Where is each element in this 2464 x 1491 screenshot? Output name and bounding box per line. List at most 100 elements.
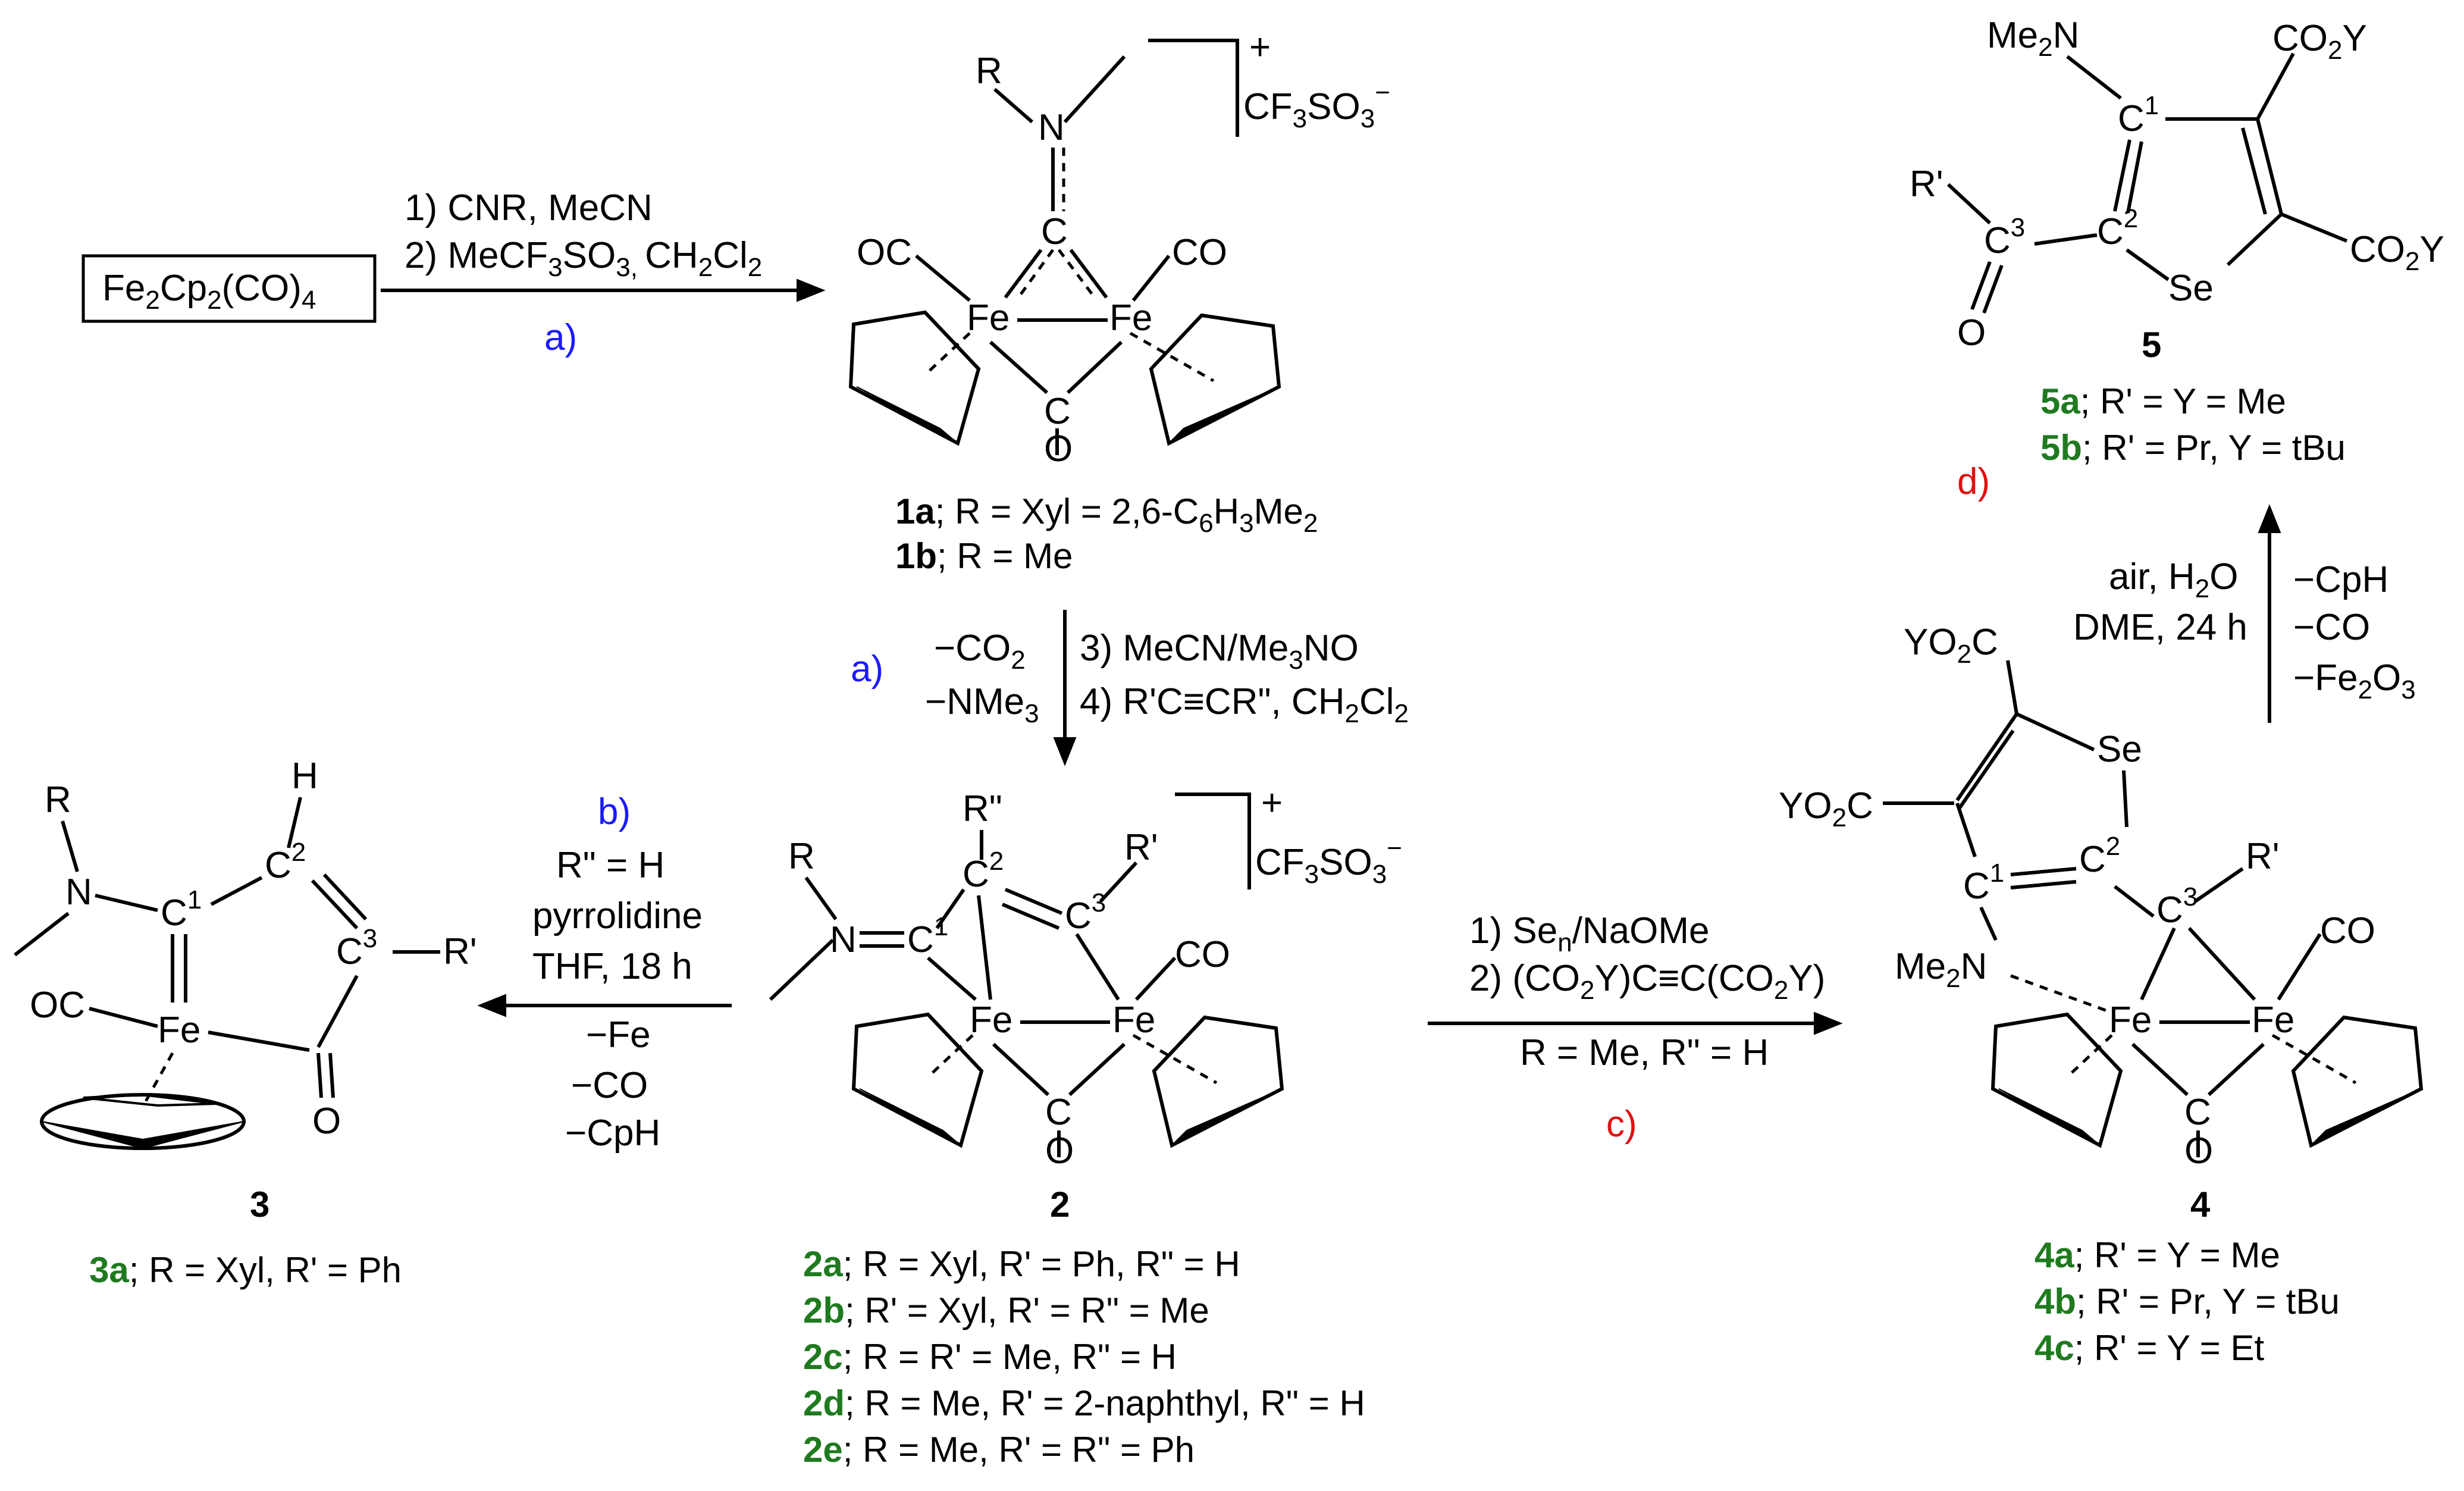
bond xyxy=(769,938,835,1001)
atom-Se: Se xyxy=(2097,729,2142,770)
atom-N: N xyxy=(1038,107,1065,148)
compound-3-labels: 3 3a; R = Xyl, R' = Ph xyxy=(89,1185,402,1290)
bond xyxy=(1066,340,1123,394)
group-YO2C-top: YO2C xyxy=(1904,622,1998,669)
bond xyxy=(14,911,70,957)
atom-Fe-left: Fe xyxy=(967,297,1010,339)
arrow-head xyxy=(797,278,826,302)
atom-R-prime: R' xyxy=(1124,827,1158,868)
bond xyxy=(2015,712,2095,751)
atom-C: C xyxy=(1041,211,1068,252)
bond xyxy=(2010,880,2077,889)
bond xyxy=(2256,52,2295,120)
bond xyxy=(89,1007,158,1028)
bond xyxy=(2122,770,2128,828)
bracket xyxy=(1148,39,1239,137)
cp-wedge xyxy=(1998,1088,2101,1146)
atom-O-bridge: O xyxy=(1045,1130,1074,1172)
co-right: CO xyxy=(2320,910,2375,951)
start-material-label: Fe2Cp2(CO)4 xyxy=(102,268,316,315)
atom-O-bridge: O xyxy=(1044,428,1073,469)
atom-Fe-right: Fe xyxy=(2252,1000,2294,1041)
bond xyxy=(2194,867,2244,903)
group-Me2N: Me2N xyxy=(1987,15,2079,62)
cp-ring-right xyxy=(1149,313,1281,446)
compound-1-structure: R N C + CF3SO3− Fe Fe OC CO C O xyxy=(848,27,1390,469)
atom-Fe-right: Fe xyxy=(1109,297,1152,339)
step-d-loss1: −CpH xyxy=(2293,559,2388,600)
atom-O-bridge: O xyxy=(2184,1130,2213,1172)
bond xyxy=(1946,183,1992,225)
atom-C1: C1 xyxy=(1963,859,2004,907)
co-left: OC xyxy=(857,232,912,273)
cp-ring-left xyxy=(848,310,981,446)
bond xyxy=(1958,729,2015,809)
atom-Fe-left: Fe xyxy=(2109,1000,2152,1041)
bond xyxy=(208,1030,310,1052)
step-a2-left2: −NMe3 xyxy=(925,681,1039,728)
co-right: CO xyxy=(1172,232,1227,273)
arrow-head xyxy=(2258,504,2281,533)
compound-variant-5a: 5a; R' = Y = Me xyxy=(2040,381,2286,421)
bond xyxy=(2187,926,2256,1001)
step-b-loss2: −CO xyxy=(571,1065,648,1106)
atom-C-bridge: C xyxy=(2184,1092,2211,1133)
arrow-step-a2: a) −CO2 −NMe3 3) MeCN/Me3NO 4) R'C≡CR", … xyxy=(851,610,1409,766)
atom-Fe-left: Fe xyxy=(970,1000,1012,1041)
bond xyxy=(935,888,965,929)
compound-2-variants: 2a; R = Xyl, R' = Ph, R" = H2b; R' = Xyl… xyxy=(803,1244,1365,1470)
compound-1-variant-1b: 1b; R = Me xyxy=(895,536,1073,576)
bond xyxy=(2034,233,2098,246)
bond xyxy=(1004,888,1063,915)
cp-ring-right xyxy=(2291,1015,2424,1148)
bond xyxy=(1134,956,1177,1001)
compound-variant-4b: 4b; R' = Pr, Y = tBu xyxy=(2034,1282,2340,1321)
bond xyxy=(2114,885,2155,918)
bond xyxy=(322,873,368,921)
step-c-tag: c) xyxy=(1606,1104,1637,1145)
start-material: Fe2Cp2(CO)4 xyxy=(81,254,377,323)
bond xyxy=(992,1042,1050,1097)
bond xyxy=(1069,249,1108,299)
atom-C1: C1 xyxy=(2118,91,2159,139)
bond xyxy=(927,1034,974,1078)
compound-4-number: 4 xyxy=(2190,1185,2211,1224)
bond xyxy=(141,1052,174,1108)
bond xyxy=(989,340,1049,394)
bond xyxy=(1955,803,1977,857)
step-b-cond1: R" = H xyxy=(556,845,664,886)
atom-C2: C2 xyxy=(265,838,306,886)
arrow-step-b: b) R" = H pyrrolidine THF, 18 h −Fe −CO … xyxy=(477,791,732,1154)
bond xyxy=(977,895,992,1000)
bond xyxy=(2207,1042,2265,1097)
atom-C2: C2 xyxy=(2079,832,2120,880)
bond xyxy=(1068,1042,1126,1097)
atom-R-prime: R' xyxy=(1910,164,1943,205)
compound-variant-3a: 3a; R = Xyl, R' = Ph xyxy=(89,1250,402,1290)
bond xyxy=(210,876,263,906)
bond xyxy=(1001,903,1060,930)
cp-ring-left xyxy=(1990,1012,2123,1148)
step-a2-right1: 3) MeCN/Me3NO xyxy=(1080,628,1359,675)
step-b-cond2: pyrrolidine xyxy=(532,895,703,936)
atom-C1: C1 xyxy=(161,885,202,934)
co-right: CO xyxy=(1175,934,1230,975)
bond xyxy=(1970,261,1992,311)
atom-C3: C3 xyxy=(336,924,377,972)
anion-1: CF3SO3− xyxy=(1243,78,1390,133)
bracket xyxy=(1175,793,1251,889)
compound-variant-2c: 2c; R = R' = Me, R" = H xyxy=(803,1337,1177,1377)
compound-variant-4a: 4a; R' = Y = Me xyxy=(2034,1235,2280,1275)
bond xyxy=(2280,212,2348,243)
bond xyxy=(95,894,158,912)
compound-variant-2d: 2d; R = Me, R' = 2-naphthyl, R" = H xyxy=(803,1383,1365,1423)
bond xyxy=(1979,906,1998,941)
step-a1-tag: a) xyxy=(544,317,577,358)
cp-wedge xyxy=(1168,386,1280,444)
atom-C-bridge: C xyxy=(1045,1092,1072,1133)
start-material-box xyxy=(81,254,377,323)
step-d-cond2: DME, 24 h xyxy=(2073,607,2247,648)
compound-5-number: 5 xyxy=(2142,325,2161,365)
